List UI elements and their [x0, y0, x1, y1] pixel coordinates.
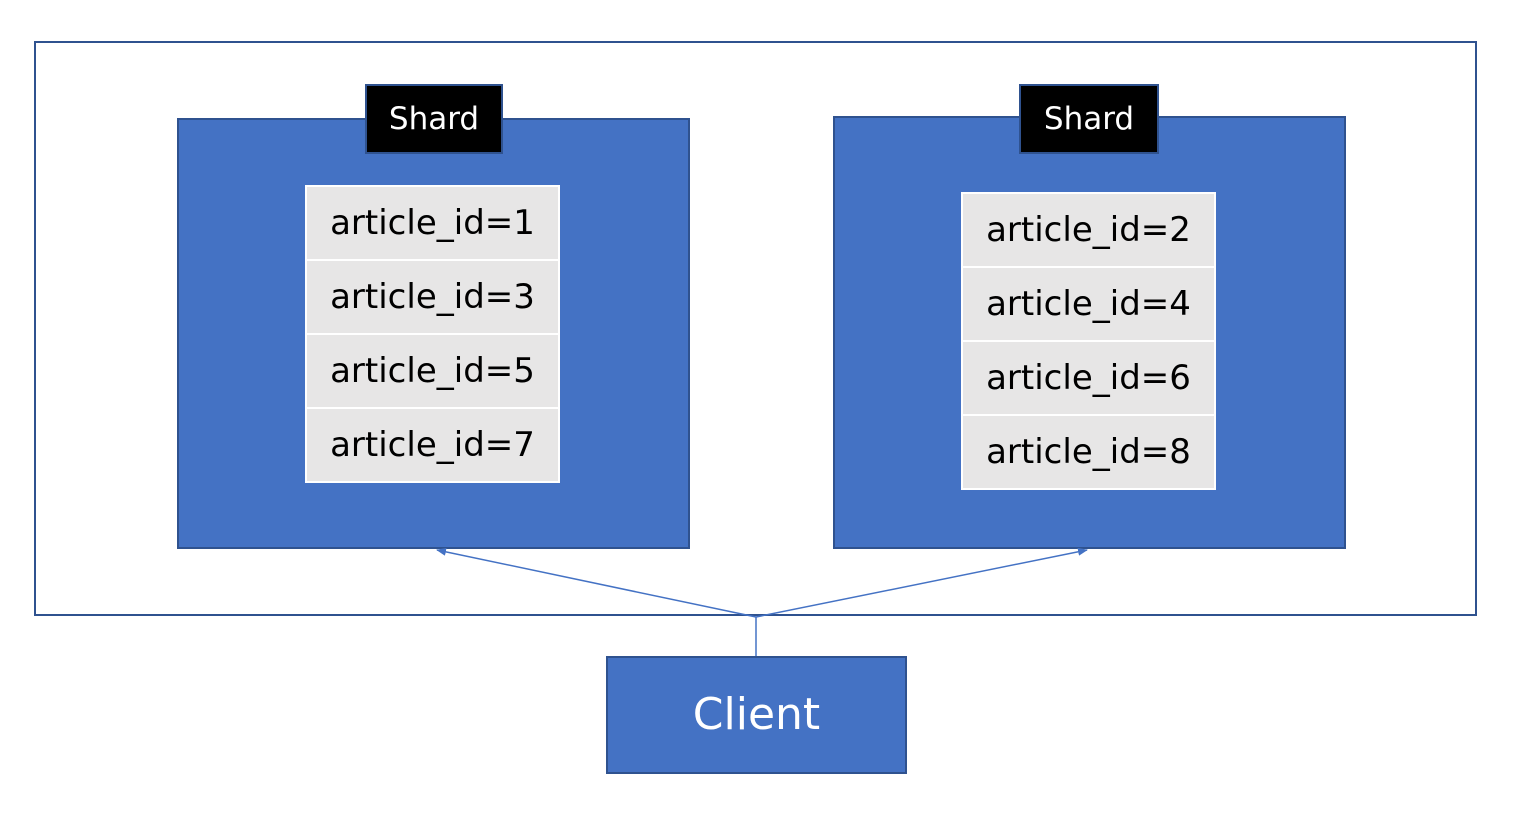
- shard-1-record-list: article_id=1 article_id=3 article_id=5 a…: [305, 185, 560, 483]
- record-row: article_id=1: [307, 187, 558, 259]
- shard-label-2: Shard: [1019, 84, 1159, 154]
- record-row: article_id=5: [307, 335, 558, 407]
- record-row: article_id=2: [963, 194, 1214, 266]
- client-node: Client: [606, 656, 907, 774]
- shard-label-1: Shard: [365, 84, 503, 154]
- shard-2-record-list: article_id=2 article_id=4 article_id=6 a…: [961, 192, 1216, 490]
- record-row: article_id=8: [963, 416, 1214, 488]
- record-row: article_id=7: [307, 409, 558, 481]
- record-row: article_id=3: [307, 261, 558, 333]
- record-row: article_id=4: [963, 268, 1214, 340]
- record-row: article_id=6: [963, 342, 1214, 414]
